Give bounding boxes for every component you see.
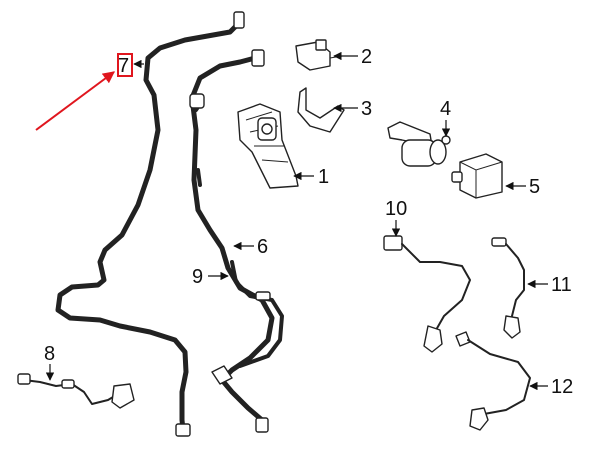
callout-7: 7	[118, 55, 129, 77]
callout-3: 3	[361, 98, 372, 120]
callout-2: 2	[361, 46, 372, 68]
part-3-bracket	[297, 87, 345, 133]
callout-8: 8	[44, 343, 55, 365]
part-10-oxygen-sensor	[383, 235, 471, 353]
part-1-canister	[237, 103, 299, 189]
callout-10: 10	[385, 198, 407, 220]
part-4-purge-valve	[387, 121, 451, 167]
callout-4: 4	[440, 98, 451, 120]
vacuum-hose-harness	[55, 11, 284, 437]
part-12-oxygen-sensor	[455, 331, 531, 431]
leader-lines	[45, 51, 548, 391]
part-5-vent-solenoid	[451, 153, 503, 199]
part-2-solenoid	[295, 39, 343, 71]
callout-12: 12	[551, 376, 573, 398]
part-8-sensor	[17, 373, 135, 409]
callout-11: 11	[551, 274, 572, 296]
part-11-oxygen-sensor	[491, 237, 525, 339]
callout-6: 6	[257, 236, 268, 258]
callout-labels: 1 2 3 4 5 6 7 8 9 10 11 12	[44, 46, 573, 398]
callout-1: 1	[318, 166, 329, 188]
callout-5: 5	[529, 176, 540, 198]
highlight-part-7	[35, 53, 133, 131]
callout-9: 9	[192, 266, 203, 288]
